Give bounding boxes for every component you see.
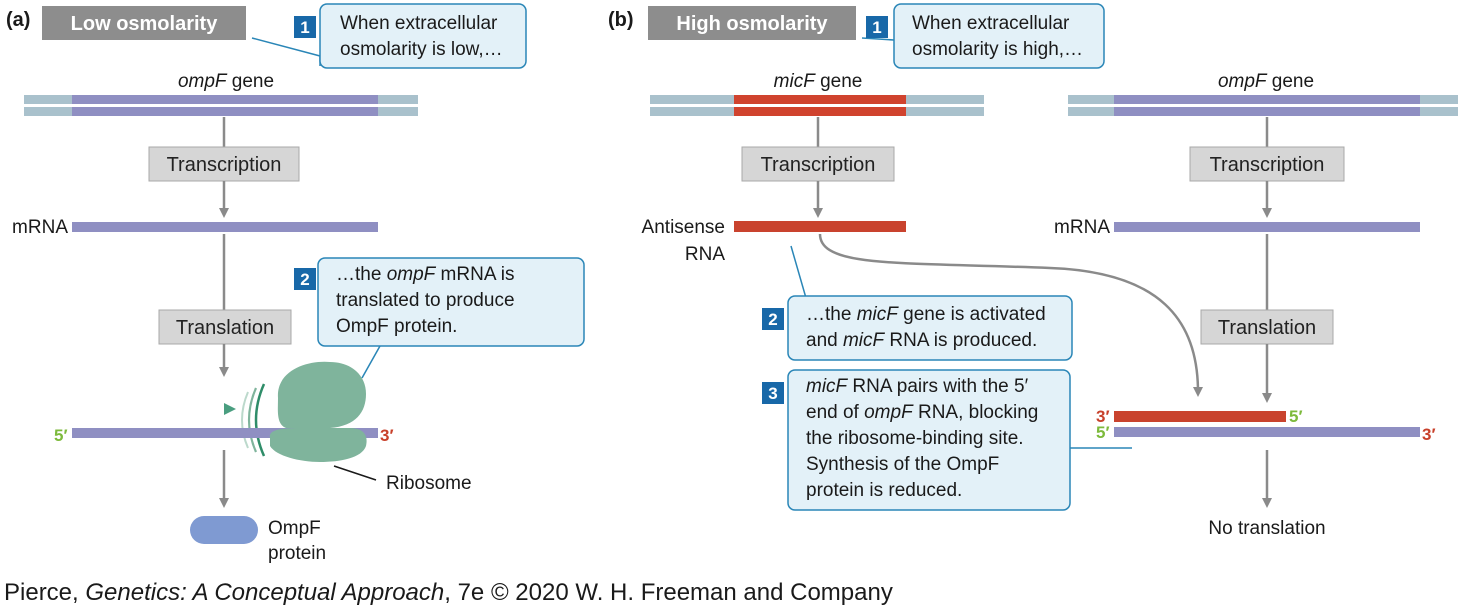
panel-b-micf-gene-bar [650,95,984,116]
panel-b-callout-3-line1: micF RNA pairs with the 5′ [806,376,1029,397]
panel-b-callout-1-box [893,3,1105,69]
panel-b-step-1-number: 1 [872,18,881,37]
panel-b-antisense-rna-bar [734,221,906,232]
panel-a-motion-arc-3 [254,383,266,457]
panel-b-mrna-label: mRNA [1054,217,1110,238]
panel-b-callout-3-line4: Synthesis of the OmpF [806,454,999,475]
panel-b-curved-arrow-to-pairing [818,233,1203,397]
panel-a-translated-mrna-bar [72,428,378,438]
panel-a-ompf-protein-shape [190,516,258,544]
panel-b-callout-3-line3: the ribosome-binding site. [806,428,1024,449]
panel-a: (a) Low osmolarity 1 When extracellular … [6,3,585,564]
credit-line: Pierce, Genetics: A Conceptual Approach,… [4,579,893,606]
panel-b-step-3-number: 3 [768,384,777,403]
panel-b-ompf-gene-label: ompF gene [1218,71,1314,92]
panel-b-step-2-number: 2 [768,310,777,329]
panel-a-protein-line1: OmpF [268,518,321,539]
panel-a-callout-1-line2: osmolarity is low,… [340,39,503,60]
panel-a-ompf-gene-bar [24,95,418,116]
panel-b-header: High osmolarity [676,13,828,35]
panel-a-callout-1: 1 When extracellular osmolarity is low,… [251,3,527,69]
panel-b-transcription-label-right: Transcription [1210,154,1325,176]
panel-a-3prime: 3′ [380,426,394,445]
panel-a-letter: (a) [6,9,30,31]
panel-b-translation-box [1200,309,1334,345]
panel-b-callout-3-box [787,369,1071,511]
panel-b-antisense-label-line1: Antisense [642,217,725,238]
panel-b-micf-5prime: 5′ [1289,407,1303,426]
panel-b-step-1-badge [866,16,888,38]
panel-a-5prime: 5′ [54,426,68,445]
panel-a-header-box [42,6,246,40]
panel-b-micf-rna-paired [1114,411,1286,422]
panel-b: (b) High osmolarity 1 When extracellular… [608,3,1458,539]
panel-b-callout-1: 1 When extracellular osmolarity is high,… [861,3,1105,69]
panel-a-callout-2-box [317,257,585,347]
panel-b-callout-1-line1: When extracellular [912,13,1070,34]
panel-b-letter: (b) [608,9,634,31]
panel-b-ompf-5prime: 5′ [1096,423,1110,442]
panel-b-micf-gene-label: micF gene [774,71,863,92]
panel-a-translation-box [158,309,292,345]
panel-a-callout-2-line3: OmpF protein. [336,316,457,337]
panel-a-protein-line2: protein [268,543,326,564]
panel-b-antisense-label-line2: RNA [685,244,725,265]
panel-b-callout-2-line1: …the micF gene is activated [806,304,1046,325]
panel-b-transcription-box-left [741,146,895,182]
panel-a-callout-1-line1: When extracellular [340,13,498,34]
panel-b-callout-2-line2: and micF RNA is produced. [806,330,1037,351]
panel-a-step-2-number: 2 [300,270,309,289]
panel-a-ribosome-leader [333,465,377,481]
panel-b-no-translation-label: No translation [1208,518,1325,539]
panel-a-motion-arc-2 [247,387,258,453]
panel-a-step-1-badge [294,16,316,38]
panel-a-mrna-bar [72,222,378,232]
panel-b-header-box [648,6,856,40]
panel-b-ompf-3prime: 3′ [1422,425,1436,444]
panel-b-step-3-badge [762,382,784,404]
panel-b-mrna-bar [1114,222,1420,232]
panel-b-callout-1-line2: osmolarity is high,… [912,39,1083,60]
panel-b-callout-2: 2 …the micF gene is activated and micF R… [762,245,1073,361]
panel-a-header: Low osmolarity [71,13,219,35]
panel-b-ompf-gene-bar [1068,95,1458,116]
panel-a-step-2-badge [294,268,316,290]
panel-a-ribosome-motion-arrowhead [224,403,236,415]
panel-a-callout-1-box [319,3,527,69]
panel-a-callout-2-line1: …the ompF mRNA is [336,264,514,285]
panel-b-translation-label: Translation [1218,317,1316,339]
panel-a-transcription-label: Transcription [167,154,282,176]
panel-a-translation-label: Translation [176,317,274,339]
panel-b-micf-3prime: 3′ [1096,407,1110,426]
panel-a-mrna-label: mRNA [12,217,68,238]
panel-a-callout-2-line2: translated to produce [336,290,515,311]
panel-b-callout-2-box [787,295,1073,361]
panel-a-motion-arc-1 [241,391,249,449]
panel-b-callout-3: 3 micF RNA pairs with the 5′ end of ompF… [762,369,1132,511]
panel-b-callout-3-line2: end of ompF RNA, blocking [806,402,1038,423]
panel-b-transcription-label-left: Transcription [761,154,876,176]
panel-a-callout-2: 2 …the ompF mRNA is translated to produc… [294,257,585,379]
panel-a-step-1-number: 1 [300,18,309,37]
panel-b-ompf-mrna-paired [1114,427,1420,437]
panel-b-transcription-box-right [1189,146,1345,182]
panel-a-gene-label: ompF gene [178,71,274,92]
panel-a-ribosome-label: Ribosome [386,473,472,494]
panel-b-callout-3-line5: protein is reduced. [806,480,962,501]
panel-a-ribosome-shape [269,361,367,462]
panel-b-step-2-badge [762,308,784,330]
